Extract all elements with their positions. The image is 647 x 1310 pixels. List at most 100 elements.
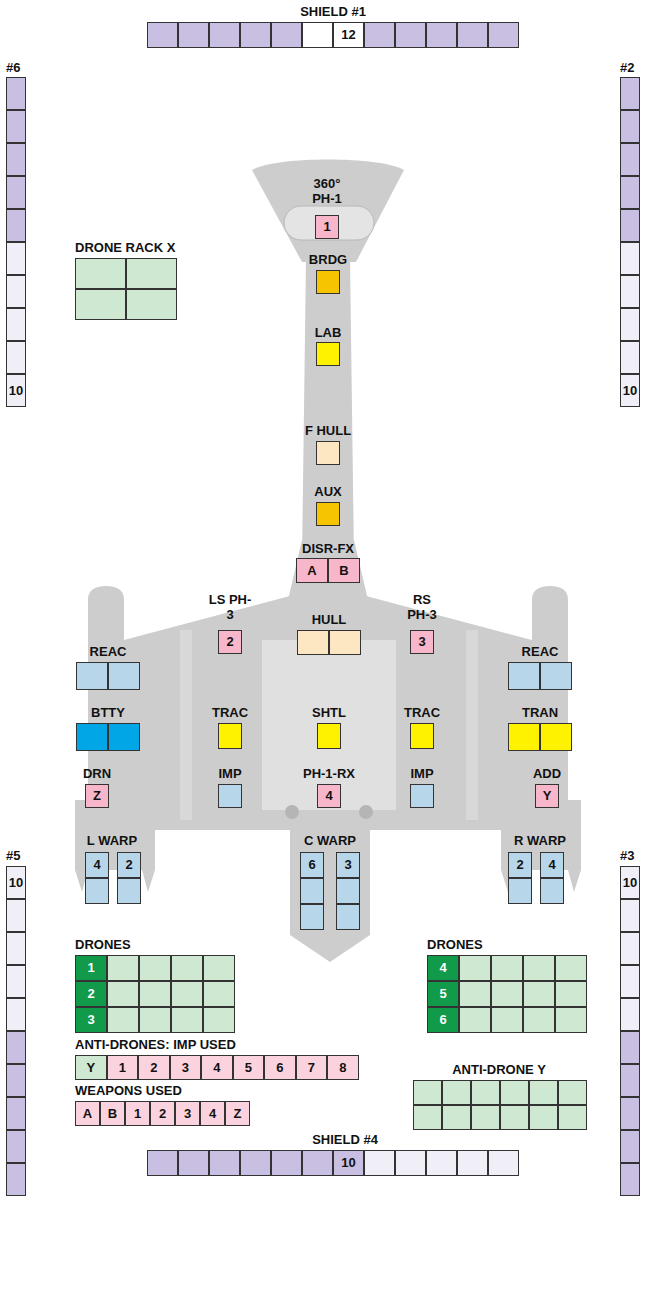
box-cell <box>395 1150 426 1176</box>
box-cell <box>178 22 209 48</box>
system-label: SHIELD #1 <box>278 4 388 19</box>
system-label: DRONES <box>427 937 483 952</box>
box-cell <box>139 981 171 1007</box>
hull-box: F HULL <box>273 423 383 465</box>
box-cell <box>620 275 640 308</box>
box-cell <box>457 22 488 48</box>
weapon-box: 2LS PH-3 <box>208 592 252 654</box>
box-cell <box>6 341 26 374</box>
system-label: ANTI-DRONE Y <box>444 1062 554 1077</box>
box-cell <box>620 209 640 242</box>
box-cell-label: B <box>100 1101 125 1126</box>
box-cell <box>529 1105 558 1130</box>
box-cell <box>426 22 457 48</box>
box-cell <box>108 662 140 690</box>
shield-track: 10 #6 <box>6 60 26 407</box>
system-label: TRAC <box>382 705 462 720</box>
system-label: #5 <box>6 848 20 863</box>
box-cell <box>75 258 126 289</box>
system-label: PH-1-RX <box>289 766 369 781</box>
box-cell <box>500 1080 529 1105</box>
box-cell <box>459 955 491 981</box>
box-cell <box>147 22 178 48</box>
box-cell <box>316 342 340 366</box>
box-cell <box>620 1163 640 1196</box>
box-cell <box>6 77 26 110</box>
box-cell <box>508 878 532 904</box>
box-cell <box>540 878 564 904</box>
shield-track: 12SHIELD #1 <box>147 4 519 48</box>
box-cell <box>108 723 140 751</box>
box-cell <box>529 1080 558 1105</box>
hull-panel <box>262 640 396 810</box>
weapon-box: ZDRN <box>57 766 137 808</box>
box-cell <box>413 1080 442 1105</box>
hull-box: HULL <box>274 612 384 655</box>
box-cell <box>410 784 434 808</box>
box-cell <box>218 723 242 749</box>
system-label: #6 <box>6 60 20 75</box>
box-cell <box>558 1105 587 1130</box>
control-box: AUX <box>273 484 383 526</box>
box-cell-label: 10 <box>6 866 26 899</box>
box-cell <box>540 662 572 690</box>
box-cell <box>459 981 491 1007</box>
box-cell <box>620 77 640 110</box>
box-cell <box>491 955 523 981</box>
system-label: DRONE RACK X <box>75 240 175 255</box>
wing-strip <box>180 630 192 820</box>
box-cell <box>523 1007 555 1033</box>
shield-track: 10#5 <box>6 848 26 1196</box>
box-cell-label: 4 <box>201 1055 233 1080</box>
box-cell <box>147 1150 178 1176</box>
box-cell <box>459 1007 491 1033</box>
system-label: 360° PH-1 <box>305 176 349 206</box>
box-cell <box>302 1150 333 1176</box>
system-label: LS PH-3 <box>208 592 252 622</box>
system-box: TRAC <box>190 705 270 749</box>
box-cell-label: 2 <box>138 1055 170 1080</box>
wing-strip <box>466 630 478 820</box>
system-label: TRAN <box>485 705 595 720</box>
system-label: ANTI-DRONES: IMP USED <box>75 1037 236 1052</box>
box-cell <box>442 1105 471 1130</box>
box-cell <box>329 630 361 655</box>
box-cell <box>271 1150 302 1176</box>
box-cell <box>620 932 640 965</box>
box-cell <box>117 878 141 904</box>
box-cell-label: 5 <box>233 1055 265 1080</box>
box-cell <box>302 22 333 48</box>
box-cell-label: 4 <box>200 1101 225 1126</box>
box-cell <box>316 270 340 294</box>
box-cell <box>508 723 540 751</box>
box-cell <box>6 1064 26 1097</box>
box-cell-label: 8 <box>327 1055 359 1080</box>
box-cell <box>6 308 26 341</box>
box-cell <box>555 1007 587 1033</box>
weapon-box: 1 360° PH-1 <box>305 176 349 239</box>
box-cell <box>620 1097 640 1130</box>
power-box: REAC <box>485 644 595 690</box>
box-cell <box>85 878 109 904</box>
box-cell-label: 6 <box>264 1055 296 1080</box>
box-cell-label: 10 <box>6 374 26 407</box>
box-cell-label: 3 <box>75 1007 107 1033</box>
box-cell <box>410 723 434 749</box>
box-cell-label: 1 <box>315 215 339 239</box>
system-label: #3 <box>620 848 634 863</box>
control-box: BRDG <box>273 252 383 294</box>
system-label: LAB <box>273 325 383 340</box>
box-cell <box>620 899 640 932</box>
box-cell <box>523 981 555 1007</box>
box-cell <box>76 723 108 751</box>
warp-engine: 24R WARP <box>485 833 595 904</box>
box-cell <box>558 1080 587 1105</box>
box-cell <box>364 1150 395 1176</box>
box-cell <box>6 176 26 209</box>
box-cell <box>500 1105 529 1130</box>
system-label: F HULL <box>273 423 383 438</box>
box-cell <box>523 955 555 981</box>
box-cell <box>171 1007 203 1033</box>
system-label: IMP <box>190 766 270 781</box>
